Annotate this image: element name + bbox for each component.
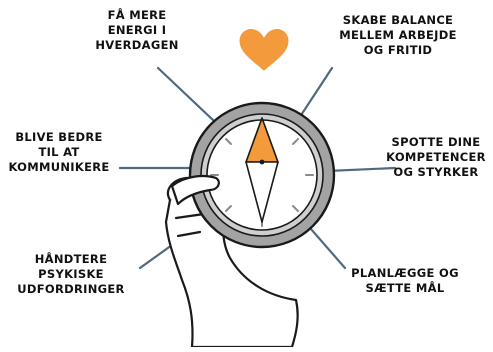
label-plan: PLANLÆGGE OG SÆTTE MÅL xyxy=(345,266,465,296)
label-balance-line-1: SKABE BALANCE xyxy=(333,13,463,28)
compass-icon xyxy=(190,103,334,247)
label-competences-line-1: SPOTTE DINE xyxy=(382,135,490,150)
label-challenges-line-3: UDFORDRINGER xyxy=(12,282,130,297)
label-energy: FÅ MERE ENERGI I HVERDAGEN xyxy=(82,8,192,53)
label-balance-line-2: MELLEM ARBEJDE xyxy=(333,28,463,43)
label-competences-line-2: KOMPETENCER xyxy=(382,150,490,165)
label-balance-line-3: OG FRITID xyxy=(333,43,463,58)
label-challenges-line-2: PSYKISKE xyxy=(12,267,130,282)
label-energy-line-1: FÅ MERE xyxy=(82,8,192,23)
label-communicate-line-3: KOMMUNIKERE xyxy=(4,160,114,175)
label-competences-line-3: OG STYRKER xyxy=(382,165,490,180)
label-communicate: BLIVE BEDRE TIL AT KOMMUNIKERE xyxy=(4,130,114,175)
label-plan-line-2: SÆTTE MÅL xyxy=(345,281,465,296)
label-energy-line-3: HVERDAGEN xyxy=(82,38,192,53)
label-communicate-line-2: TIL AT xyxy=(4,145,114,160)
label-communicate-line-1: BLIVE BEDRE xyxy=(4,130,114,145)
label-challenges-line-1: HÅNDTERE xyxy=(12,252,130,267)
label-balance: SKABE BALANCE MELLEM ARBEJDE OG FRITID xyxy=(333,13,463,58)
label-energy-line-2: ENERGI I xyxy=(82,23,192,38)
label-plan-line-1: PLANLÆGGE OG xyxy=(345,266,465,281)
label-challenges: HÅNDTERE PSYKISKE UDFORDRINGER xyxy=(12,252,130,297)
heart-icon xyxy=(240,30,288,70)
label-competences: SPOTTE DINE KOMPETENCER OG STYRKER xyxy=(382,135,490,180)
